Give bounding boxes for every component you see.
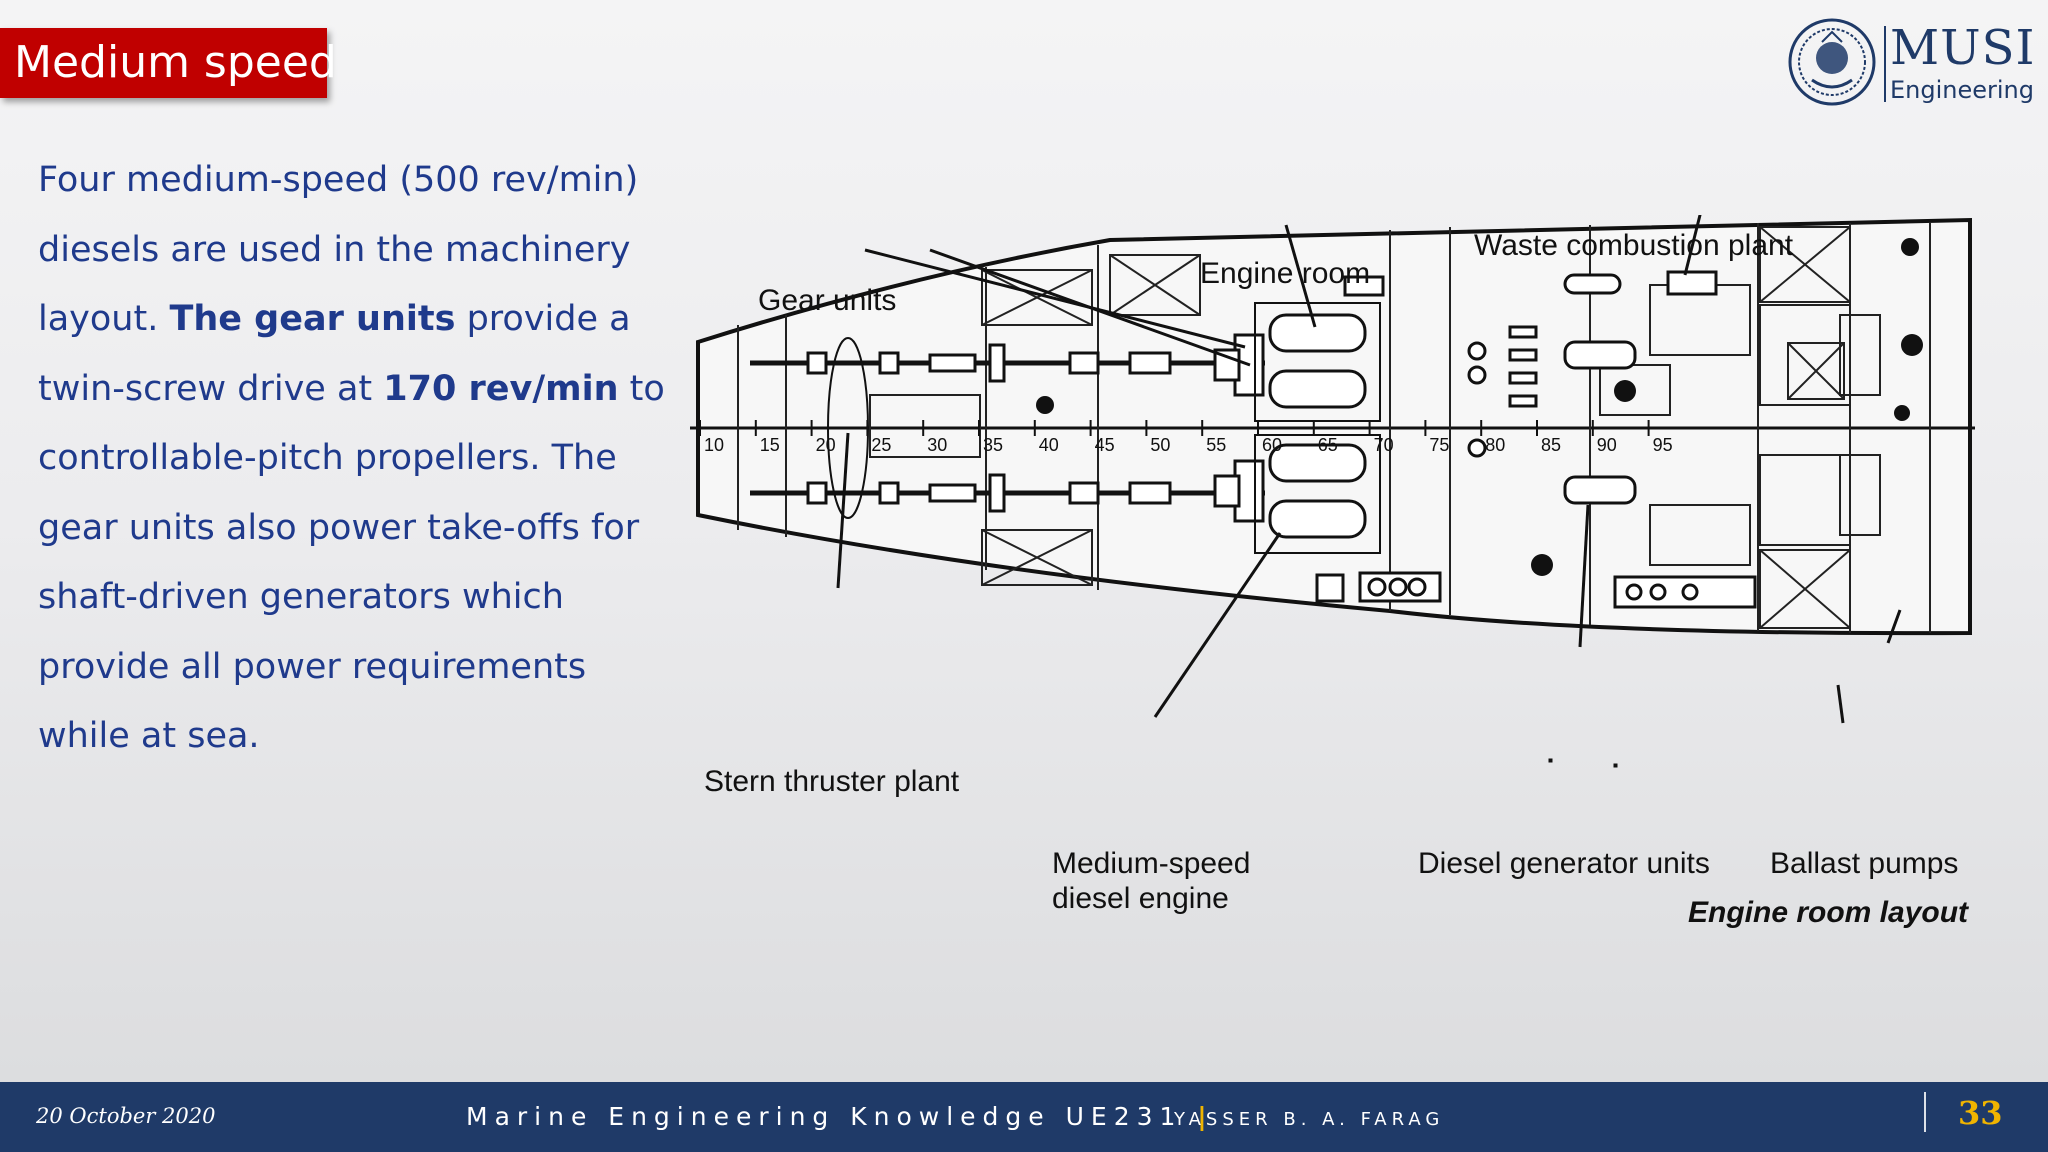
body-run: provide all power requirements [38,646,587,687]
label-gear-units: Gear units [758,284,896,317]
shaft-bearings [806,343,1172,513]
body-run: controllable-pitch propellers. The [38,438,617,478]
frame-number: 55 [1206,435,1226,455]
logo-name: MUSI [1890,20,2036,76]
course-title: Marine Engineering Knowledge UE231 [466,1102,1183,1131]
footer-bar: 20 October 2020 Marine Engineering Knowl… [0,1082,2048,1152]
logo-subtitle: Engineering [1890,76,2034,104]
main-engine-shapes [1254,302,1381,554]
footer-separator: | [1197,1102,1207,1131]
logo-text: MUSI Engineering [1890,20,2035,104]
engine-room-diagram: 10 15 20 25 30 35 40 45 50 55 60 65 70 75 80 85 90 95 Gea… [690,215,1975,929]
propeller-shafts [750,360,1265,496]
label-diesel-generators: Diesel generator units [1418,847,1710,880]
page-number: 33 [1958,1094,2003,1132]
tank-crosses [981,226,1851,629]
frame-number: 50 [1150,435,1170,455]
body-line: shaft-driven generators which [38,563,678,633]
body-emphasis: 170 rev/min [383,368,619,409]
generator-shapes [1315,270,1757,768]
frame-number: 40 [1039,435,1059,455]
footer-divider [1924,1092,1926,1132]
frame-number: 10 [704,435,724,455]
body-run: diesels are used in the machinery [38,229,631,270]
frame-number: 30 [927,435,947,455]
frame-number: 35 [983,435,1003,455]
leader-lines [836,215,1902,724]
footer-course: Marine Engineering Knowledge UE231 | [466,1102,1217,1131]
body-line: Four medium-speed (500 rev/min) [38,146,678,216]
body-run: to [618,368,665,409]
label-medium-speed-2: diesel engine [1052,882,1229,915]
body-line: gear units also power take-offs for [38,494,678,564]
frame-number: 75 [1429,435,1449,455]
body-run: twin-screw drive at [38,368,384,409]
footer-date: 20 October 2020 [36,1104,216,1128]
body-paragraph: Four medium-speed (500 rev/min) diesels a… [38,146,678,772]
slide-title: Medium speed [0,28,337,98]
logo-divider [1884,26,1886,102]
body-emphasis: The gear units [169,299,456,339]
label-medium-speed-1: Medium-speed [1052,847,1250,880]
frame-number: 25 [871,435,891,455]
frame-number: 90 [1597,435,1617,455]
body-line: provide all power requirements [38,633,678,703]
body-run: layout. [38,299,170,339]
body-line: while at sea. [38,702,678,772]
footer-author: YASSER B. A. FARAG [1174,1109,1445,1130]
frame-number: 70 [1374,435,1394,455]
diagram-caption: Engine room layout [1688,896,1970,929]
frame-number: 65 [1318,435,1338,455]
label-stern-thruster: Stern thruster plant [704,765,960,798]
frame-number: 85 [1541,435,1561,455]
label-ballast-pumps: Ballast pumps [1770,847,1958,880]
callout-labels: Gear units Engine room Waste combustion … [704,229,1970,929]
body-run: gear units also power take-offs for [38,507,640,548]
frame-number: 45 [1095,435,1115,455]
frame-number: 60 [1262,435,1282,455]
frame-number: 80 [1485,435,1505,455]
label-engine-room: Engine room [1200,257,1370,290]
body-run: Four medium-speed (500 rev/min) [38,160,639,200]
frame-number: 15 [760,435,780,455]
dark-spots [1036,238,1923,576]
body-line: twin-screw drive at 170 rev/min to [38,355,678,425]
seal-icon [1788,18,1876,106]
body-line: layout. The gear units provide a [38,285,678,355]
body-run: shaft-driven generators which [38,577,564,617]
label-waste-combustion: Waste combustion plant [1474,229,1794,262]
frame-number: 20 [816,435,836,455]
body-run: provide a [455,299,631,339]
university-logo [1788,18,1876,106]
body-line: controllable-pitch propellers. The [38,424,678,494]
body-line: diesels are used in the machinery [38,216,678,286]
frame-number: 95 [1653,435,1673,455]
frame-number-labels: 10 15 20 25 30 35 40 45 50 55 60 65 70 75 80 85 90 95 [699,420,1673,455]
body-run: while at sea. [38,716,260,756]
